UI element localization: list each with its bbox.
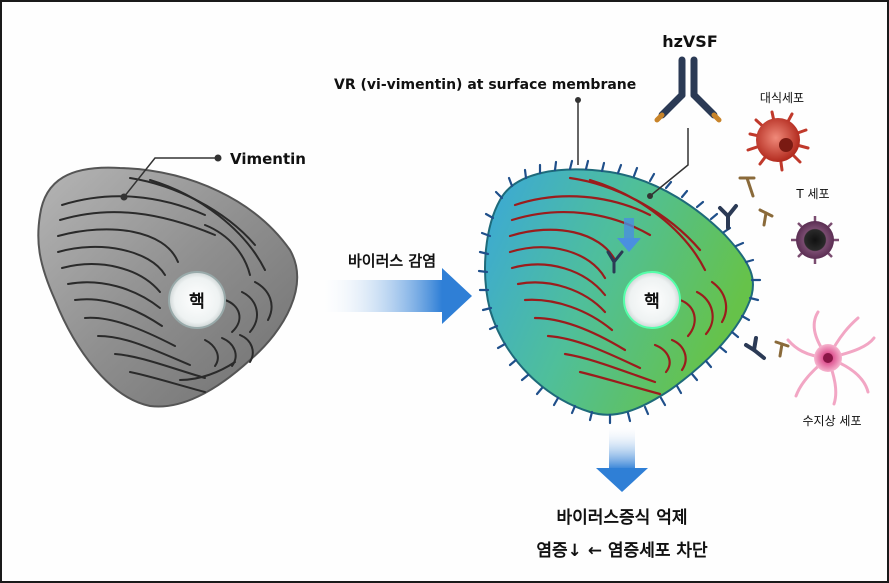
dendritic-label: 수지상 세포 <box>802 414 861 428</box>
vr-label: VR (vi-vimentin) at surface membrane <box>334 77 636 93</box>
hzvsf-label: hzVSF <box>662 32 718 51</box>
t-cell-label: T 세포 <box>795 187 829 201</box>
antibody-icon <box>658 56 718 119</box>
antibody-tips <box>654 112 722 123</box>
vimentin-callout: Vimentin <box>120 150 306 201</box>
surface-antibodies <box>718 204 766 360</box>
macrophage-cell: 대식세포 <box>746 91 810 172</box>
antibody-entry-arrow <box>617 218 641 252</box>
outcome-line1: 바이러스증식 억제 <box>556 508 687 528</box>
infection-label: 바이러스 감염 <box>348 252 436 270</box>
vimentin-label: Vimentin <box>230 150 306 168</box>
blocked-signals <box>738 176 790 358</box>
outcome-line2: 염증↓ ← 염증세포 차단 <box>536 541 708 561</box>
nucleus-left-label: 핵 <box>189 292 205 312</box>
vr-callout: VR (vi-vimentin) at surface membrane <box>334 77 636 165</box>
antibody-bound-icon <box>606 250 624 274</box>
normal-cell: 핵 <box>37 166 299 408</box>
vimentin-fibers <box>57 177 273 393</box>
infected-cell: 핵 <box>477 159 762 425</box>
vimentin-fibers-infected <box>508 176 728 396</box>
nucleus-right-label: 핵 <box>644 292 660 312</box>
nucleus-left <box>168 271 226 329</box>
nucleus-right <box>623 271 681 329</box>
hzvsf-antibody: hzVSF <box>647 32 722 199</box>
t-cell: T 세포 <box>791 187 839 264</box>
dendritic-cell: 수지상 세포 <box>786 310 876 428</box>
infection-arrow: 바이러스 감염 <box>318 252 472 324</box>
outcome-arrow <box>596 425 648 492</box>
surface-vr-spikes <box>477 159 762 425</box>
macrophage-label: 대식세포 <box>760 91 804 105</box>
